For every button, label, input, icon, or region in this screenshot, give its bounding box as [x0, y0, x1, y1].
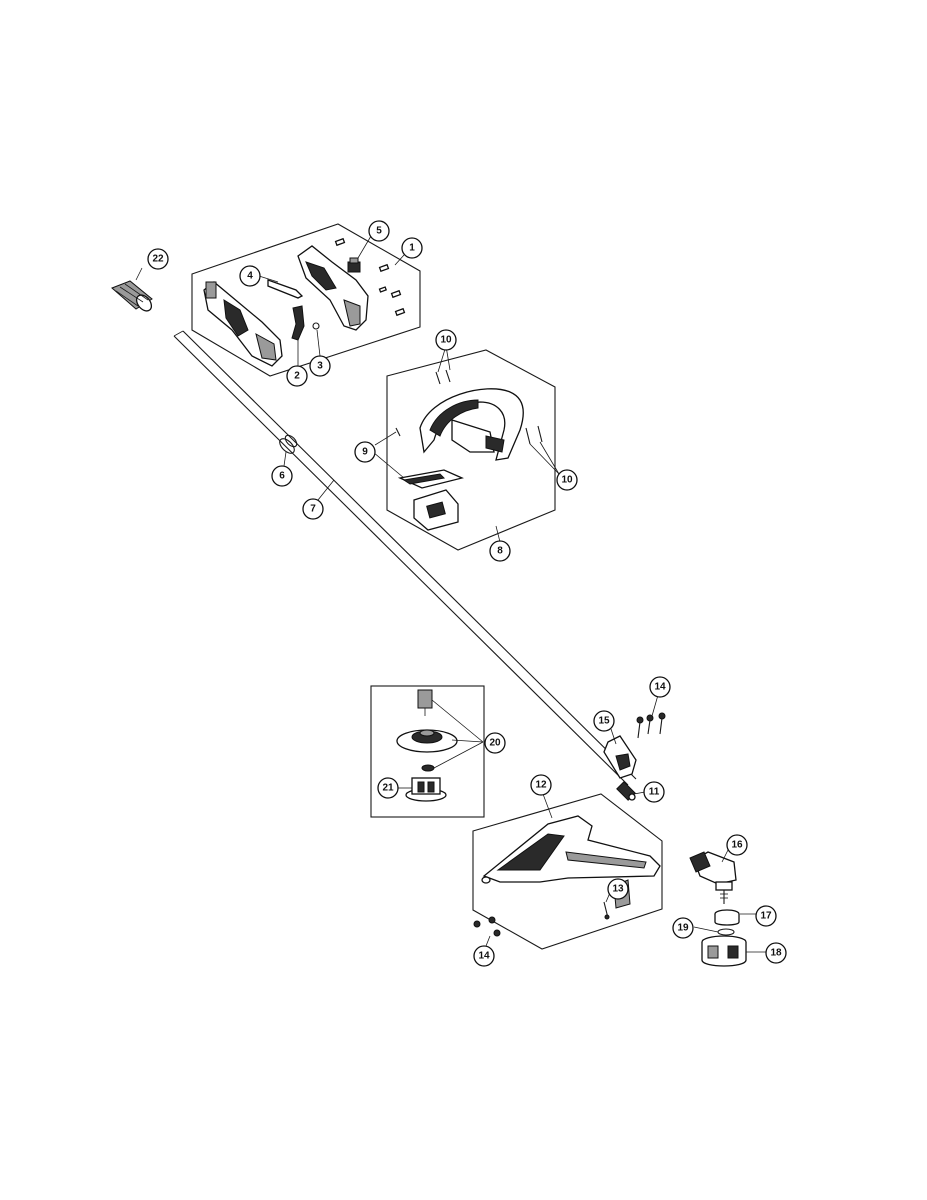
spring-clip [279, 434, 298, 454]
callout-11: 11 [643, 781, 665, 803]
guard-handle-assembly-box [386, 349, 556, 551]
hub-adapter [405, 777, 447, 802]
callout-label: 5 [376, 226, 382, 237]
debris-shield-box [472, 793, 663, 950]
callout-10-right: 10 [556, 469, 578, 491]
callout-label: 7 [310, 504, 316, 515]
callout-label: 22 [152, 254, 164, 265]
leader-lines [135, 235, 766, 953]
handle-assembly-box [191, 223, 421, 377]
callout-label: 12 [535, 780, 547, 791]
hub-washer [421, 764, 435, 772]
hub-nut [417, 689, 433, 716]
callout-label: 1 [409, 243, 415, 254]
callout-label: 14 [478, 951, 490, 962]
callout-17: 17 [755, 905, 777, 927]
callout-label: 6 [279, 471, 285, 482]
callout-label: 2 [294, 371, 300, 382]
callout-3: 3 [309, 355, 331, 377]
callout-label: 14 [654, 682, 666, 693]
spool-hub-inset-box [370, 685, 485, 818]
callout-label: 19 [677, 923, 689, 934]
callout-12: 12 [530, 774, 552, 796]
shield-nuts [473, 916, 501, 937]
callout-label: 4 [247, 271, 253, 282]
callout-14-bottom: 14 [473, 945, 495, 967]
callout-13: 13 [607, 878, 629, 900]
handle-housing-right [297, 245, 369, 331]
callout-label: 21 [382, 783, 394, 794]
callout-8: 8 [489, 540, 511, 562]
callout-2: 2 [286, 365, 308, 387]
callout-1: 1 [401, 237, 423, 259]
callout-18: 18 [765, 942, 787, 964]
callout-label: 16 [731, 840, 743, 851]
callout-label: 3 [317, 361, 323, 372]
callout-10-top: 10 [435, 329, 457, 351]
bracket-screws [636, 712, 666, 739]
trigger-spring [312, 322, 320, 330]
callout-label: 17 [760, 911, 772, 922]
spool-hub [396, 729, 458, 753]
callout-22: 22 [147, 248, 169, 270]
callout-5: 5 [368, 220, 390, 242]
clamp-block [413, 489, 459, 531]
trimmer-head [701, 935, 747, 967]
switch [347, 257, 361, 273]
callout-16: 16 [726, 834, 748, 856]
callout-label: 18 [770, 948, 782, 959]
handle-clamp [397, 469, 464, 489]
shaft-end-fitting [616, 781, 636, 801]
callout-label: 9 [362, 447, 368, 458]
callout-label: 10 [561, 475, 573, 486]
lock-out-lever [267, 279, 304, 299]
callout-19: 19 [672, 917, 694, 939]
callout-9: 9 [354, 441, 376, 463]
handle-housing-left [203, 281, 283, 367]
callout-label: 10 [440, 335, 452, 346]
guard-handle-screws [395, 369, 543, 445]
callout-label: 20 [489, 738, 501, 749]
callout-14-top: 14 [649, 676, 671, 698]
guard-bracket [603, 735, 637, 779]
drive-shaft [173, 330, 637, 786]
debris-shield [481, 815, 661, 884]
callout-label: 11 [649, 787, 660, 798]
callout-15: 15 [593, 710, 615, 732]
spool-spring [717, 928, 735, 936]
shield-screw [603, 901, 610, 920]
trigger [291, 305, 305, 341]
gear-head [689, 851, 737, 904]
handle-screws [334, 237, 406, 317]
callout-6: 6 [271, 465, 293, 487]
spool-cap [714, 909, 740, 926]
callout-label: 13 [612, 884, 624, 895]
rear-grip [111, 280, 153, 312]
callout-7: 7 [302, 498, 324, 520]
callout-4: 4 [239, 265, 261, 287]
callout-20: 20 [484, 732, 506, 754]
callout-21: 21 [377, 777, 399, 799]
callout-label: 15 [598, 716, 610, 727]
auxiliary-handle [419, 388, 524, 461]
callout-label: 8 [497, 546, 503, 557]
